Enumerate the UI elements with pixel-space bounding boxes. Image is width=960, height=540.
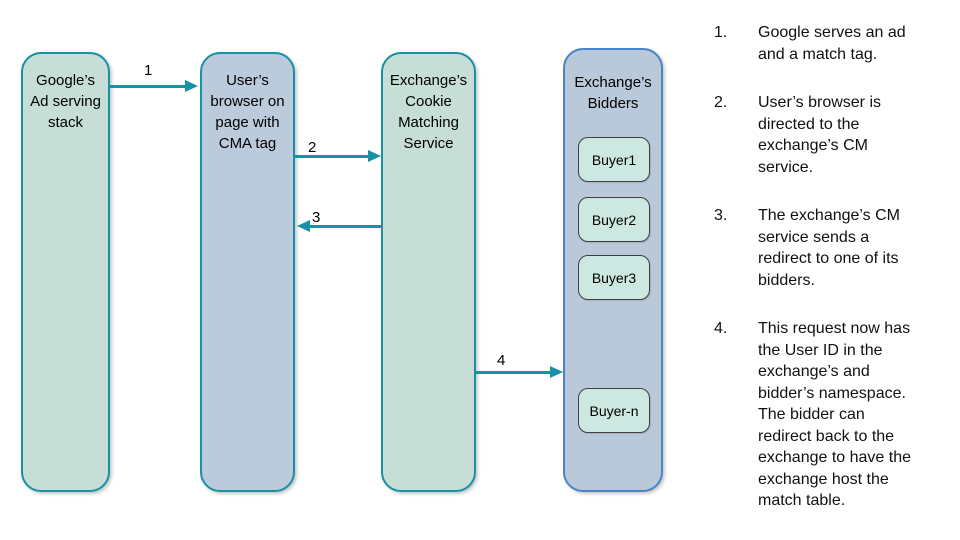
arrow-shaft xyxy=(308,225,381,228)
step-text: Google serves an ad and a match tag. xyxy=(758,24,906,63)
arrow-head-icon xyxy=(368,150,381,162)
step-text: The exchange’s CM service sends a redire… xyxy=(758,207,900,289)
arrow-shaft xyxy=(295,155,370,158)
step-text: This request now has the User ID in the … xyxy=(758,320,912,509)
flow-arrow-3 xyxy=(297,220,381,233)
step-text: User’s browser is directed to the exchan… xyxy=(758,94,881,176)
step-item-4: 4. This request now has the User ID in t… xyxy=(714,318,950,512)
buyer-box-1: Buyer1 xyxy=(578,137,650,182)
arrow-head-icon xyxy=(550,366,563,378)
node-title-bidders: Exchange’s Bidders xyxy=(574,74,652,112)
node-title-cm-service: Exchange’s Cookie Matching Service xyxy=(389,72,468,152)
flow-arrow-2-label: 2 xyxy=(308,139,317,156)
node-exchange-bidders: Exchange’s Bidders Buyer1 Buyer2 Buyer3 … xyxy=(563,48,663,492)
buyer-box-3: Buyer3 xyxy=(578,255,650,300)
step-number: 3. xyxy=(714,207,728,224)
buyer-box-2: Buyer2 xyxy=(578,197,650,242)
step-number: 1. xyxy=(714,24,728,41)
node-title-google: Google’s Ad serving stack xyxy=(30,72,101,131)
node-user-browser: User’s browser on page with CMA tag xyxy=(200,52,295,492)
node-title-browser: User’s browser on page with CMA tag xyxy=(210,72,285,152)
step-item-3: 3. The exchange’s CM service sends a red… xyxy=(714,205,950,291)
step-item-2: 2. User’s browser is directed to the exc… xyxy=(714,92,950,178)
node-cookie-matching-service: Exchange’s Cookie Matching Service xyxy=(381,52,476,492)
arrow-head-icon xyxy=(297,220,310,232)
step-item-1: 1. Google serves an ad and a match tag. xyxy=(714,22,950,65)
node-google-ad-serving-stack: Google’s Ad serving stack xyxy=(21,52,110,492)
flow-arrow-4 xyxy=(476,366,563,379)
step-list: 1. Google serves an ad and a match tag. … xyxy=(714,22,950,539)
arrow-shaft xyxy=(476,371,552,374)
flow-arrow-4-label: 4 xyxy=(497,352,506,369)
step-number: 2. xyxy=(714,94,728,111)
flow-arrow-1 xyxy=(110,80,198,93)
flow-arrow-3-label: 3 xyxy=(312,209,321,226)
arrow-shaft xyxy=(110,85,187,88)
step-number: 4. xyxy=(714,320,728,337)
arrow-head-icon xyxy=(185,80,198,92)
flow-arrow-2 xyxy=(295,150,381,163)
flow-arrow-1-label: 1 xyxy=(144,62,153,79)
buyer-box-n: Buyer-n xyxy=(578,388,650,433)
